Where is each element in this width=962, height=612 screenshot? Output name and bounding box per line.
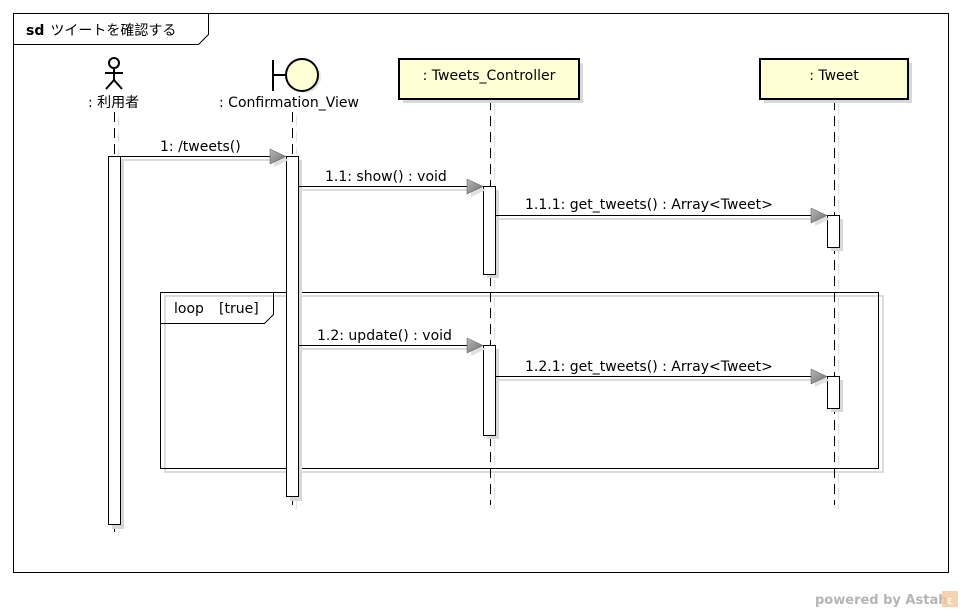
lifeline-controller-label: : Tweets_Controller: [423, 68, 556, 84]
message-1-2-label: 1.2: update() : void: [317, 328, 452, 344]
diagram-frame-tab: [13, 13, 209, 45]
message-1-1-1-label: 1.1.1: get_tweets() : Array<Tweet>: [525, 197, 773, 213]
lifeline-view-label: : Confirmation_View: [219, 95, 359, 111]
loop-guard: [true]: [219, 301, 259, 317]
arrowhead-icon: [466, 178, 484, 195]
activations: [108, 156, 843, 529]
lifeline-tweet-box[interactable]: : Tweet: [759, 58, 912, 103]
activation-user: [108, 156, 121, 525]
loop-operator: loop: [174, 301, 204, 317]
message-1-2-1[interactable]: 1.2.1: get_tweets() : Array<Tweet>: [495, 359, 831, 387]
message-1-1-1[interactable]: 1.1.1: get_tweets() : Array<Tweet>: [495, 197, 831, 226]
lifeline-tweet-label: : Tweet: [809, 68, 859, 84]
activation-controller-2: [483, 345, 496, 436]
loop-fragment[interactable]: loop [true]: [160, 292, 884, 473]
boundary-icon: [272, 58, 321, 93]
message-1-2-1-label: 1.2.1: get_tweets() : Array<Tweet>: [525, 359, 773, 375]
arrowhead-icon: [466, 337, 484, 354]
lifeline-user-label: : 利用者: [88, 95, 139, 111]
boundary-view[interactable]: : Confirmation_View: [219, 58, 359, 111]
message-1-1[interactable]: 1.1: show() : void: [298, 169, 487, 197]
message-1-1-label: 1.1: show() : void: [325, 169, 447, 185]
activation-controller-1: [483, 186, 496, 275]
arrowhead-icon: [810, 207, 828, 224]
watermark-text: powered by Astah: [815, 593, 947, 608]
actor-icon: [105, 57, 123, 90]
message-1-label: 1: /tweets(): [160, 139, 241, 155]
activation-view: [286, 156, 299, 497]
astah-logo-glyph: ε: [947, 594, 953, 607]
arrowhead-icon: [810, 368, 828, 385]
arrowhead-icon: [269, 148, 287, 165]
activation-tweet-1: [827, 215, 840, 248]
activation-tweet-2: [827, 376, 840, 409]
astah-logo-icon: [942, 591, 958, 607]
message-1-2[interactable]: 1.2: update() : void: [298, 328, 487, 356]
lifeline-controller-box[interactable]: : Tweets_Controller: [398, 58, 583, 103]
actor-user[interactable]: : 利用者: [88, 57, 139, 111]
astah-watermark: powered by Astah ε: [815, 591, 958, 608]
message-1[interactable]: 1: /tweets(): [120, 139, 290, 167]
